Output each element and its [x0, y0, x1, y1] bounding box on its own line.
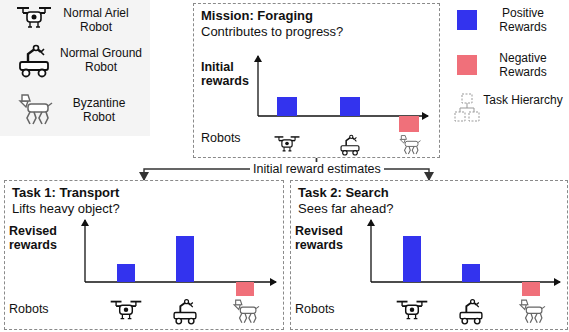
- legend-text: Positive Rewards: [481, 6, 565, 34]
- legend-text: Byzantine Robot: [64, 96, 134, 124]
- robots-label: Robots: [295, 302, 355, 316]
- box-question: Sees far ahead?: [298, 201, 560, 217]
- box-question: Lifts heavy object?: [12, 201, 276, 217]
- legend-text: Normal Ground Robot: [56, 46, 146, 74]
- robots-label: Robots: [201, 131, 261, 145]
- robots-label: Robots: [9, 302, 69, 316]
- axis-label: Initial rewards: [201, 60, 255, 88]
- axis-label: Revised rewards: [295, 224, 367, 252]
- legend-text: Task Hierarchy: [481, 93, 565, 107]
- box-question: Contributes to progress?: [201, 24, 432, 40]
- legend-text: Negative Rewards: [481, 51, 565, 79]
- box-title: Task 2: Search: [298, 185, 560, 201]
- legend-swatch: [457, 55, 477, 75]
- edge-label: Initial reward estimates: [250, 162, 384, 176]
- legend-text: Normal Ariel Robot: [62, 6, 130, 34]
- box-title: Task 1: Transport: [12, 185, 276, 201]
- axis-label: Revised rewards: [9, 224, 81, 252]
- legend-swatch: [457, 10, 477, 30]
- box-title: Mission: Foraging: [201, 8, 432, 24]
